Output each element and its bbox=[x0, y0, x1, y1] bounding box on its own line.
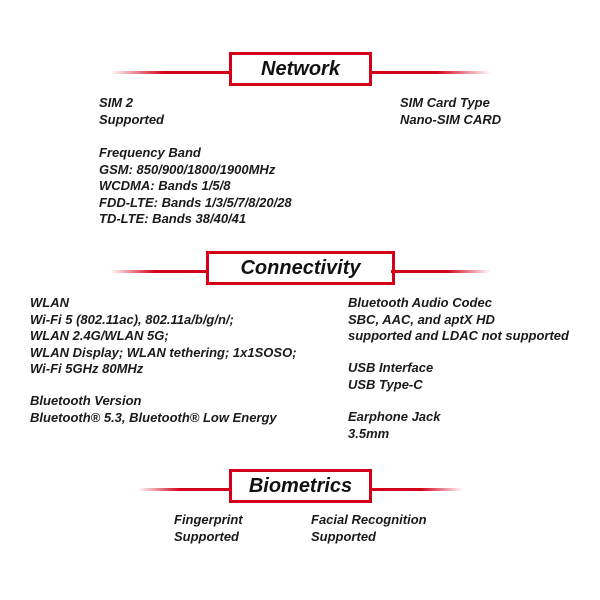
network-title: Network bbox=[229, 52, 372, 86]
biometrics-right-rule bbox=[369, 488, 463, 491]
connectivity-right-rule bbox=[391, 270, 491, 273]
bluetooth-spec: Bluetooth Version Bluetooth® 5.3, Blueto… bbox=[30, 393, 277, 426]
codec-label: Bluetooth Audio Codec bbox=[348, 295, 492, 310]
sim-label: SIM 2 bbox=[99, 95, 133, 110]
face-value: Supported bbox=[311, 528, 376, 544]
connectivity-header: Connectivity bbox=[0, 251, 600, 291]
codec-line: supported and LDAC not supported bbox=[348, 328, 569, 343]
usb-value: USB Type-C bbox=[348, 376, 423, 392]
wlan-line: Wi-Fi 5 (802.11ac), 802.11a/b/g/n/; bbox=[30, 311, 234, 327]
sim-type-spec: SIM Card Type Nano-SIM CARD bbox=[400, 95, 501, 128]
network-left-rule bbox=[110, 71, 232, 74]
usb-label: USB Interface bbox=[348, 360, 434, 375]
frequency-line: WCDMA: Bands 1/5/8 bbox=[99, 178, 231, 193]
wlan-spec: WLAN Wi-Fi 5 (802.11ac), 802.11a/b/g/n/;… bbox=[30, 295, 297, 378]
jack-value: 3.5mm bbox=[348, 425, 390, 441]
fingerprint-value: Supported bbox=[174, 528, 239, 544]
frequency-label: Frequency Band bbox=[99, 145, 201, 160]
wlan-line: WLAN Display; WLAN tethering; 1x1SOSO; bbox=[30, 344, 297, 360]
wlan-line: Wi-Fi 5GHz 80MHz bbox=[30, 361, 144, 376]
frequency-line: TD-LTE: Bands 38/40/41 bbox=[99, 211, 247, 226]
frequency-spec: Frequency Band GSM: 850/900/1800/1900MHz… bbox=[99, 145, 292, 228]
wlan-label: WLAN bbox=[30, 295, 69, 310]
biometrics-title: Biometrics bbox=[229, 469, 372, 503]
biometrics-header: Biometrics bbox=[0, 469, 600, 509]
fingerprint-spec: Fingerprint Supported bbox=[174, 512, 243, 545]
wlan-line: WLAN 2.4G/WLAN 5G; bbox=[30, 328, 169, 343]
bluetooth-value: Bluetooth® 5.3, Bluetooth® Low Energy bbox=[30, 409, 277, 425]
sim-value: Supported bbox=[99, 111, 164, 127]
codec-line: SBC, AAC, and aptX HD bbox=[348, 311, 495, 327]
biometrics-left-rule bbox=[138, 488, 232, 491]
frequency-line: GSM: 850/900/1800/1900MHz bbox=[99, 161, 276, 177]
face-label: Facial Recognition bbox=[311, 512, 427, 527]
connectivity-title: Connectivity bbox=[206, 251, 395, 285]
fingerprint-label: Fingerprint bbox=[174, 512, 243, 527]
codec-spec: Bluetooth Audio Codec SBC, AAC, and aptX… bbox=[348, 295, 569, 345]
sim-type-value: Nano-SIM CARD bbox=[400, 111, 502, 127]
face-spec: Facial Recognition Supported bbox=[311, 512, 427, 545]
usb-spec: USB Interface USB Type-C bbox=[348, 360, 433, 393]
bluetooth-label: Bluetooth Version bbox=[30, 393, 142, 408]
jack-spec: Earphone Jack 3.5mm bbox=[348, 409, 441, 442]
connectivity-left-rule bbox=[110, 270, 210, 273]
network-header: Network bbox=[0, 52, 600, 92]
frequency-line: FDD-LTE: Bands 1/3/5/7/8/20/28 bbox=[99, 194, 292, 210]
network-right-rule bbox=[369, 71, 491, 74]
sim-spec: SIM 2 Supported bbox=[99, 95, 164, 128]
sim-type-label: SIM Card Type bbox=[400, 95, 490, 110]
jack-label: Earphone Jack bbox=[348, 409, 441, 424]
